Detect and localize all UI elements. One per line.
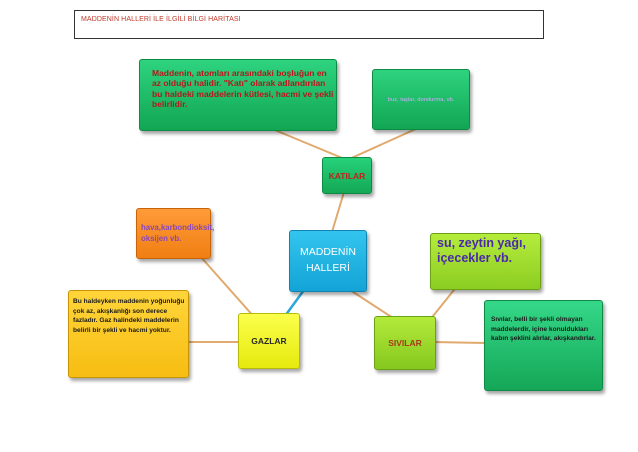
link-katilar-desc	[269, 127, 348, 161]
center-label: MADDENİN HALLERİ	[290, 231, 366, 291]
katilar-examples: buz, taşlar, dondurma, vb.	[387, 96, 455, 103]
gazlar-node: GAZLAR	[238, 313, 300, 369]
katilar-description-node: Maddenin, atomları arasındaki boşluğun e…	[139, 59, 337, 131]
katilar-label: KATILAR	[328, 170, 366, 181]
link-center-katilar	[331, 191, 345, 233]
center-node: MADDENİN HALLERİ	[289, 230, 367, 292]
link-center-gazlar	[283, 289, 306, 317]
gazlar-label: GAZLAR	[251, 336, 287, 346]
sivilar-examples: su, zeytin yağı, içecekler vb.	[437, 236, 526, 266]
sivilar-description-node: Sıvılar, belli bir şekli olmayan maddele…	[484, 300, 603, 391]
gazlar-examples: hava,karbondioksit, oksijen vb.	[141, 223, 215, 243]
sivilar-label: SIVILAR	[388, 338, 422, 348]
title-box: MADDENİN HALLERİ İLE İLGİLİ BİLGİ HARİTA…	[74, 10, 544, 39]
link-sivilar-desc	[431, 341, 487, 344]
katilar-node: KATILAR	[322, 157, 372, 194]
page-title: MADDENİN HALLERİ İLE İLGİLİ BİLGİ HARİTA…	[81, 16, 241, 23]
gazlar-description-node: Bu haldeyken maddenin yoğunluğu çok az, …	[68, 290, 189, 378]
link-gazlar-ex	[199, 255, 256, 319]
sivilar-description: Sıvılar, belli bir şekli olmayan maddele…	[491, 316, 596, 343]
katilar-examples-node: buz, taşlar, dondurma, vb.	[372, 69, 470, 130]
link-katilar-ex	[346, 127, 419, 161]
katilar-description: Maddenin, atomları arasındaki boşluğun e…	[152, 68, 334, 110]
center-line2: HALLERİ	[306, 262, 350, 274]
sivilar-node: SIVILAR	[374, 316, 436, 370]
gazlar-description: Bu haldeyken maddenin yoğunluğu çok az, …	[73, 298, 185, 334]
gazlar-examples-node: hava,karbondioksit, oksijen vb.	[136, 208, 215, 259]
center-line1: MADDENİN	[299, 246, 356, 259]
link-center-sivilar	[349, 289, 394, 319]
sivilar-examples-node: su, zeytin yağı, içecekler vb.	[430, 233, 541, 290]
